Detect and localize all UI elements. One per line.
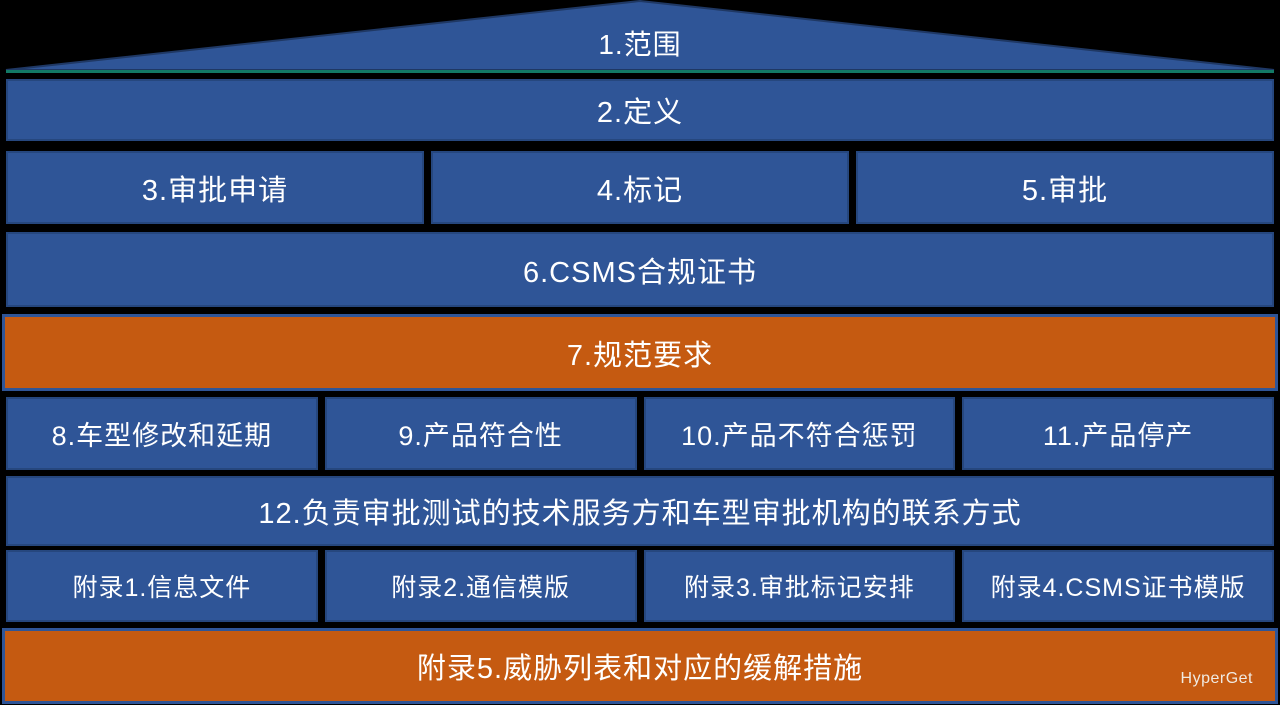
block-annex5-label: 附录5.威胁列表和对应的缓解措施 (416, 653, 864, 685)
block-model-modification-extension: 8.车型修改和延期 (6, 397, 318, 470)
block-product-discontinuation-label: 11.产品停产 (1042, 421, 1194, 451)
block-definitions-label: 2.定义 (596, 97, 684, 129)
roof-baseline-accent (6, 70, 1274, 73)
block-csms-certificate: 6.CSMS合规证书 (6, 232, 1274, 307)
block-annex3-approval-mark-arrangement: 附录3.审批标记安排 (643, 550, 956, 622)
block-contact-info-label: 12.负责审批测试的技术服务方和车型审批机构的联系方式 (258, 498, 1022, 530)
block-scope: 1.范围 (0, 0, 1280, 73)
block-definitions: 2.定义 (6, 79, 1274, 141)
block-annex2-label: 附录2.通信模版 (391, 574, 571, 602)
block-marking: 4.标记 (431, 151, 849, 224)
block-annex4-label: 附录4.CSMS证书模版 (990, 574, 1246, 602)
block-csms-certificate-label: 6.CSMS合规证书 (523, 256, 757, 289)
block-model-modification-extension-label: 8.车型修改和延期 (51, 421, 273, 451)
block-marking-label: 4.标记 (596, 174, 684, 207)
block-product-nonconformity-penalty: 10.产品不符合惩罚 (643, 397, 956, 470)
block-scope-label: 1.范围 (598, 29, 682, 60)
block-annex2-communication-template: 附录2.通信模版 (324, 550, 637, 622)
block-annex4-csms-certificate-template: 附录4.CSMS证书模版 (962, 550, 1274, 622)
block-approval: 5.审批 (856, 151, 1274, 224)
block-annex1-information-file: 附录1.信息文件 (6, 550, 318, 622)
block-application-label: 3.审批申请 (141, 174, 289, 207)
block-approval-label: 5.审批 (1021, 174, 1109, 207)
block-annex5-threat-list-mitigations: 附录5.威胁列表和对应的缓解措施 (2, 628, 1278, 704)
watermark-hyperget: HyperGet (1180, 670, 1253, 687)
block-product-nonconformity-penalty-label: 10.产品不符合惩罚 (681, 421, 918, 451)
block-annex3-label: 附录3.审批标记安排 (683, 574, 915, 602)
block-annex1-label: 附录1.信息文件 (72, 574, 252, 602)
block-product-conformity-label: 9.产品符合性 (398, 421, 563, 451)
block-product-conformity: 9.产品符合性 (324, 397, 637, 470)
block-application: 3.审批申请 (6, 151, 424, 224)
block-specification-requirements-label: 7.规范要求 (566, 339, 714, 372)
block-product-discontinuation: 11.产品停产 (962, 397, 1274, 470)
block-specification-requirements: 7.规范要求 (2, 314, 1278, 391)
block-contact-info: 12.负责审批测试的技术服务方和车型审批机构的联系方式 (6, 476, 1274, 546)
